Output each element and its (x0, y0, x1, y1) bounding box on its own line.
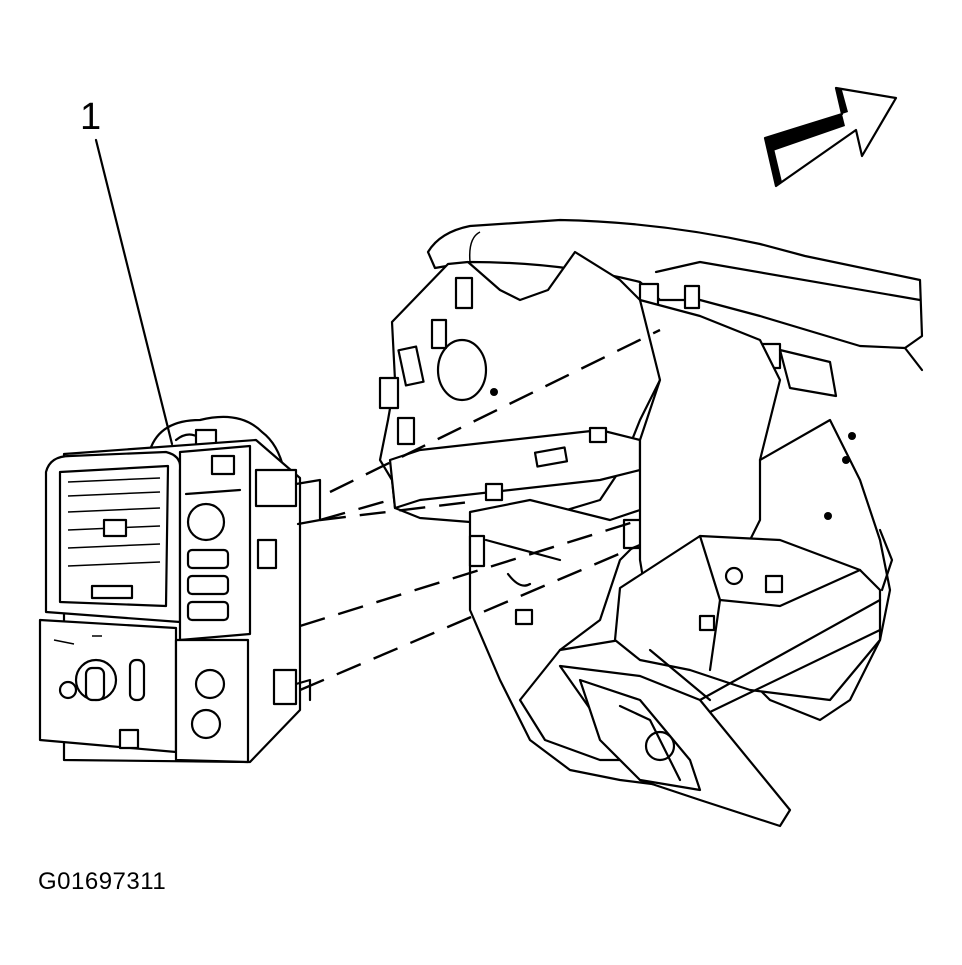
callout-number-1: 1 (80, 96, 102, 138)
forward-direction-arrow-icon (763, 86, 898, 188)
instrument-panel-trim-bezel (38, 415, 322, 764)
figure-id: G01697311 (38, 868, 167, 895)
callout-leader-line (94, 138, 174, 446)
instrument-panel-carrier (378, 218, 924, 828)
alignment-lines (299, 328, 661, 692)
